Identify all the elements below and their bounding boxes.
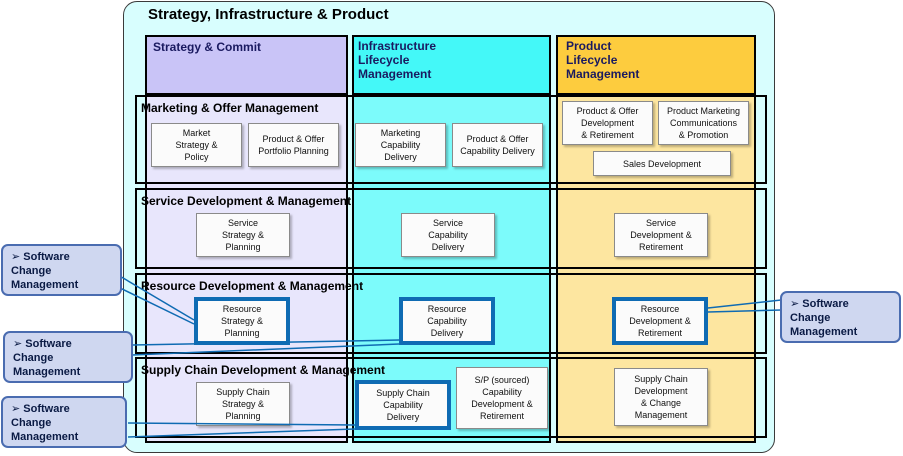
callout-software-change-management: ➢ Software Change Management (1, 244, 122, 296)
box-product-offer-development-retirement[interactable]: Product & Offer Development & Retirement (562, 101, 653, 145)
diagram-title: Strategy, Infrastructure & Product (148, 6, 389, 23)
callout-software-change-management: ➢ Software Change Management (1, 396, 127, 448)
band-marketing-offer: Marketing & Offer Management (135, 95, 767, 184)
column-header-strategy: Strategy & Commit (145, 35, 348, 95)
box-marketing-capability-delivery[interactable]: Marketing Capability Delivery (355, 123, 446, 167)
column-title-infrastructure: Infrastructure Lifecycle Management (358, 39, 437, 81)
box-product-offer-capability-delivery[interactable]: Product & Offer Capability Delivery (452, 123, 543, 167)
band-title: Service Development & Management (141, 194, 352, 208)
band-title: Marketing & Offer Management (141, 101, 319, 115)
box-service-development-retirement[interactable]: Service Development & Retirement (614, 213, 708, 257)
callout-software-change-management: ➢ Software Change Management (780, 291, 901, 343)
band-supply-chain: Supply Chain Development & Management (135, 357, 767, 438)
connector-line (127, 422, 356, 426)
column-header-product: Product Lifecycle Management (556, 35, 756, 95)
band-resource: Resource Development & Management (135, 273, 767, 354)
box-resource-development-retirement[interactable]: Resource Development & Retirement (612, 297, 708, 345)
box-product-offer-portfolio-planning[interactable]: Product & Offer Portfolio Planning (248, 123, 339, 167)
connector-line (707, 309, 782, 313)
box-sales-development[interactable]: Sales Development (593, 151, 731, 176)
band-title: Supply Chain Development & Management (141, 363, 386, 377)
box-market-strategy-policy[interactable]: Market Strategy & Policy (151, 123, 242, 167)
box-resource-capability-delivery[interactable]: Resource Capability Delivery (399, 297, 495, 345)
connector-line (707, 299, 782, 309)
band-title: Resource Development & Management (141, 279, 364, 293)
column-header-infrastructure: Infrastructure Lifecycle Management (352, 35, 551, 95)
connector-line (117, 286, 195, 325)
box-service-strategy-planning[interactable]: Service Strategy & Planning (196, 213, 290, 257)
connector-line (131, 343, 400, 356)
box-supply-chain-strategy-planning[interactable]: Supply Chain Strategy & Planning (196, 382, 290, 426)
connector-line (131, 339, 400, 346)
connector-line (127, 428, 356, 438)
connector-line (117, 274, 195, 321)
box-supply-chain-development-change[interactable]: Supply Chain Development & Change Manage… (614, 368, 708, 426)
box-sp-sourced-capability-development[interactable]: S/P (sourced) Capability Development & R… (456, 367, 548, 429)
band-service: Service Development & Management (135, 188, 767, 269)
box-service-capability-delivery[interactable]: Service Capability Delivery (401, 213, 495, 257)
box-product-marketing-communications[interactable]: Product Marketing Communications & Promo… (658, 101, 749, 145)
callout-software-change-management: ➢ Software Change Management (3, 331, 133, 383)
box-supply-chain-capability-delivery[interactable]: Supply Chain Capability Delivery (355, 380, 451, 430)
column-title-strategy: Strategy & Commit (153, 40, 262, 54)
column-title-product: Product Lifecycle Management (566, 39, 640, 81)
